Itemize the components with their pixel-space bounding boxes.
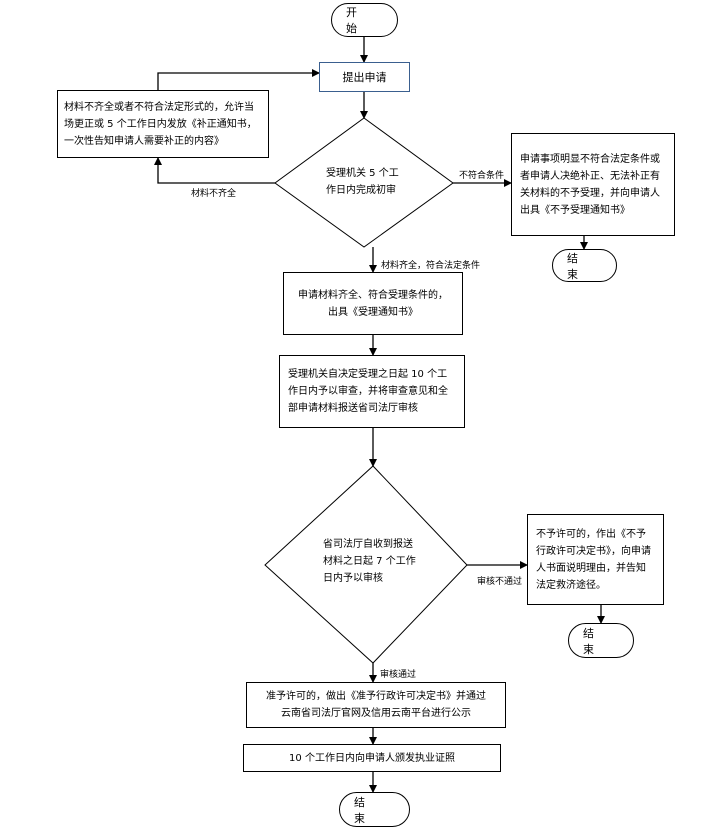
review-10days-box: 受理机关自决定受理之日起 10 个工作日内予以审查，并将审查意见和全部申请材料报… bbox=[279, 355, 465, 428]
initial-review-diamond bbox=[274, 117, 454, 248]
end-node-3: 结 束 bbox=[339, 792, 410, 827]
supplement-notice-box: 材料不齐全或者不符合法定形式的，允许当场更正或 5 个工作日内发放《补正通知书，… bbox=[57, 90, 269, 158]
edge-review-supplement bbox=[154, 157, 275, 184]
deny-license-box: 不予许可的，作出《不予行政许可决定书》，向申请人书面说明理由，并告知法定救济途径… bbox=[527, 514, 664, 605]
edge-label-review-failed: 审核不通过 bbox=[477, 577, 523, 587]
edge-label-incomplete: 材料不齐全 bbox=[191, 189, 237, 199]
grant-license-box: 准予许可的，做出《准予行政许可决定书》并通过 云南省司法厅官网及信用云南平台进行… bbox=[246, 682, 506, 728]
start-node: 开 始 bbox=[331, 3, 398, 37]
end-node-2: 结 束 bbox=[568, 623, 634, 658]
end-node-1: 结 束 bbox=[552, 249, 617, 282]
submit-application-box: 提出申请 bbox=[319, 62, 410, 92]
edge-label-review-passed: 审核通过 bbox=[380, 670, 417, 680]
provincial-review-diamond bbox=[264, 465, 468, 664]
provincial-review-text: 省司法厅自收到报送 材料之日起 7 个工作 日内予以审核 bbox=[323, 539, 416, 584]
initial-review-text: 受理机关 5 个工 作日内完成初审 bbox=[326, 168, 399, 196]
accept-notice-box: 申请材料齐全、符合受理条件的， 出具《受理通知书》 bbox=[283, 272, 463, 335]
reject-notice-box: 申请事项明显不符合法定条件或者申请人决绝补正、无法补正有关材料的不予受理，并向申… bbox=[511, 133, 675, 236]
edge-supplement-submit bbox=[157, 69, 320, 90]
edge-label-not-qualified: 不符合条件 bbox=[459, 171, 505, 181]
edge-label-complete: 材料齐全，符合法定条件 bbox=[381, 261, 481, 271]
issue-certificate-box: 10 个工作日内向申请人颁发执业证照 bbox=[243, 744, 501, 772]
